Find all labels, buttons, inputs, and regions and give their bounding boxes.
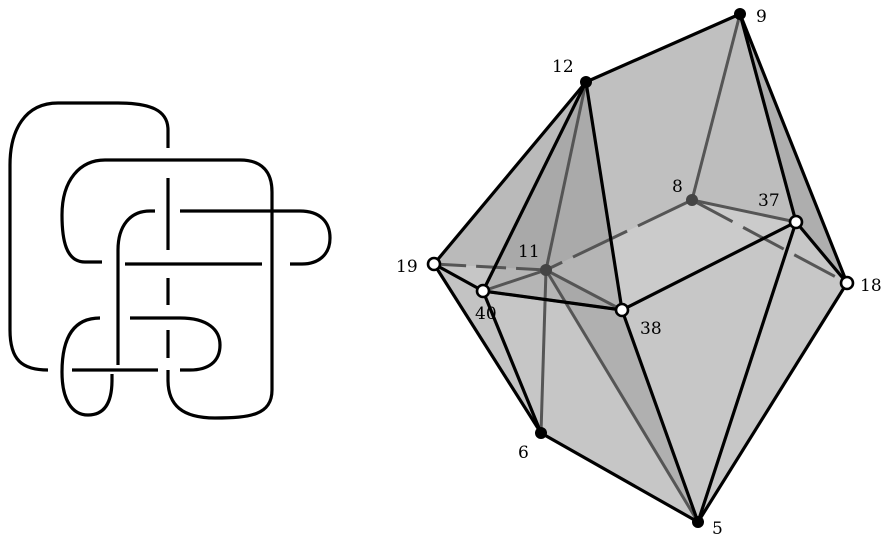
knot-strand-loop-c <box>60 316 114 417</box>
vertex-38 <box>614 302 630 318</box>
knot-strand-loop-a <box>60 158 274 420</box>
face-19-12-40 <box>434 82 586 291</box>
vertex-18 <box>839 275 855 291</box>
face-top-front <box>586 14 796 310</box>
vertex-6 <box>535 427 547 439</box>
visible-edges <box>432 12 849 524</box>
label-vertex-6: 6 <box>518 443 529 463</box>
label-vertex-19: 19 <box>396 257 418 277</box>
vertex-37 <box>788 214 804 230</box>
vertex-labels: 9 12 8 37 11 19 18 40 38 6 5 <box>396 7 882 539</box>
knot-strand-loop-d <box>130 316 222 372</box>
knot-strand-loop-b <box>180 209 332 266</box>
vertex-5 <box>692 516 704 528</box>
vertex-19 <box>426 256 442 272</box>
label-vertex-9: 9 <box>756 7 767 27</box>
vertex-12 <box>580 76 592 88</box>
vertex-11 <box>540 264 552 276</box>
label-vertex-37: 37 <box>758 191 780 211</box>
label-vertex-8: 8 <box>672 177 683 197</box>
label-vertex-12: 12 <box>552 57 574 77</box>
label-vertex-5: 5 <box>712 519 723 539</box>
label-vertex-38: 38 <box>640 319 662 339</box>
label-vertex-11: 11 <box>518 242 540 262</box>
face-40-38-5-6 <box>483 291 698 522</box>
face-12-40-38 <box>483 82 622 310</box>
vertex-9 <box>734 8 746 20</box>
polyhedron: 9 12 8 37 11 19 18 40 38 6 5 <box>396 7 882 539</box>
vertex-8 <box>686 194 698 206</box>
knot-strand-loop-b-left <box>116 209 155 365</box>
face-right-front <box>622 222 847 522</box>
knot-strand-outer <box>8 101 170 372</box>
label-vertex-40: 40 <box>475 304 497 324</box>
label-vertex-18: 18 <box>860 276 882 296</box>
vertices <box>426 8 855 528</box>
vertex-40 <box>475 283 491 299</box>
knot-diagram <box>8 101 332 420</box>
